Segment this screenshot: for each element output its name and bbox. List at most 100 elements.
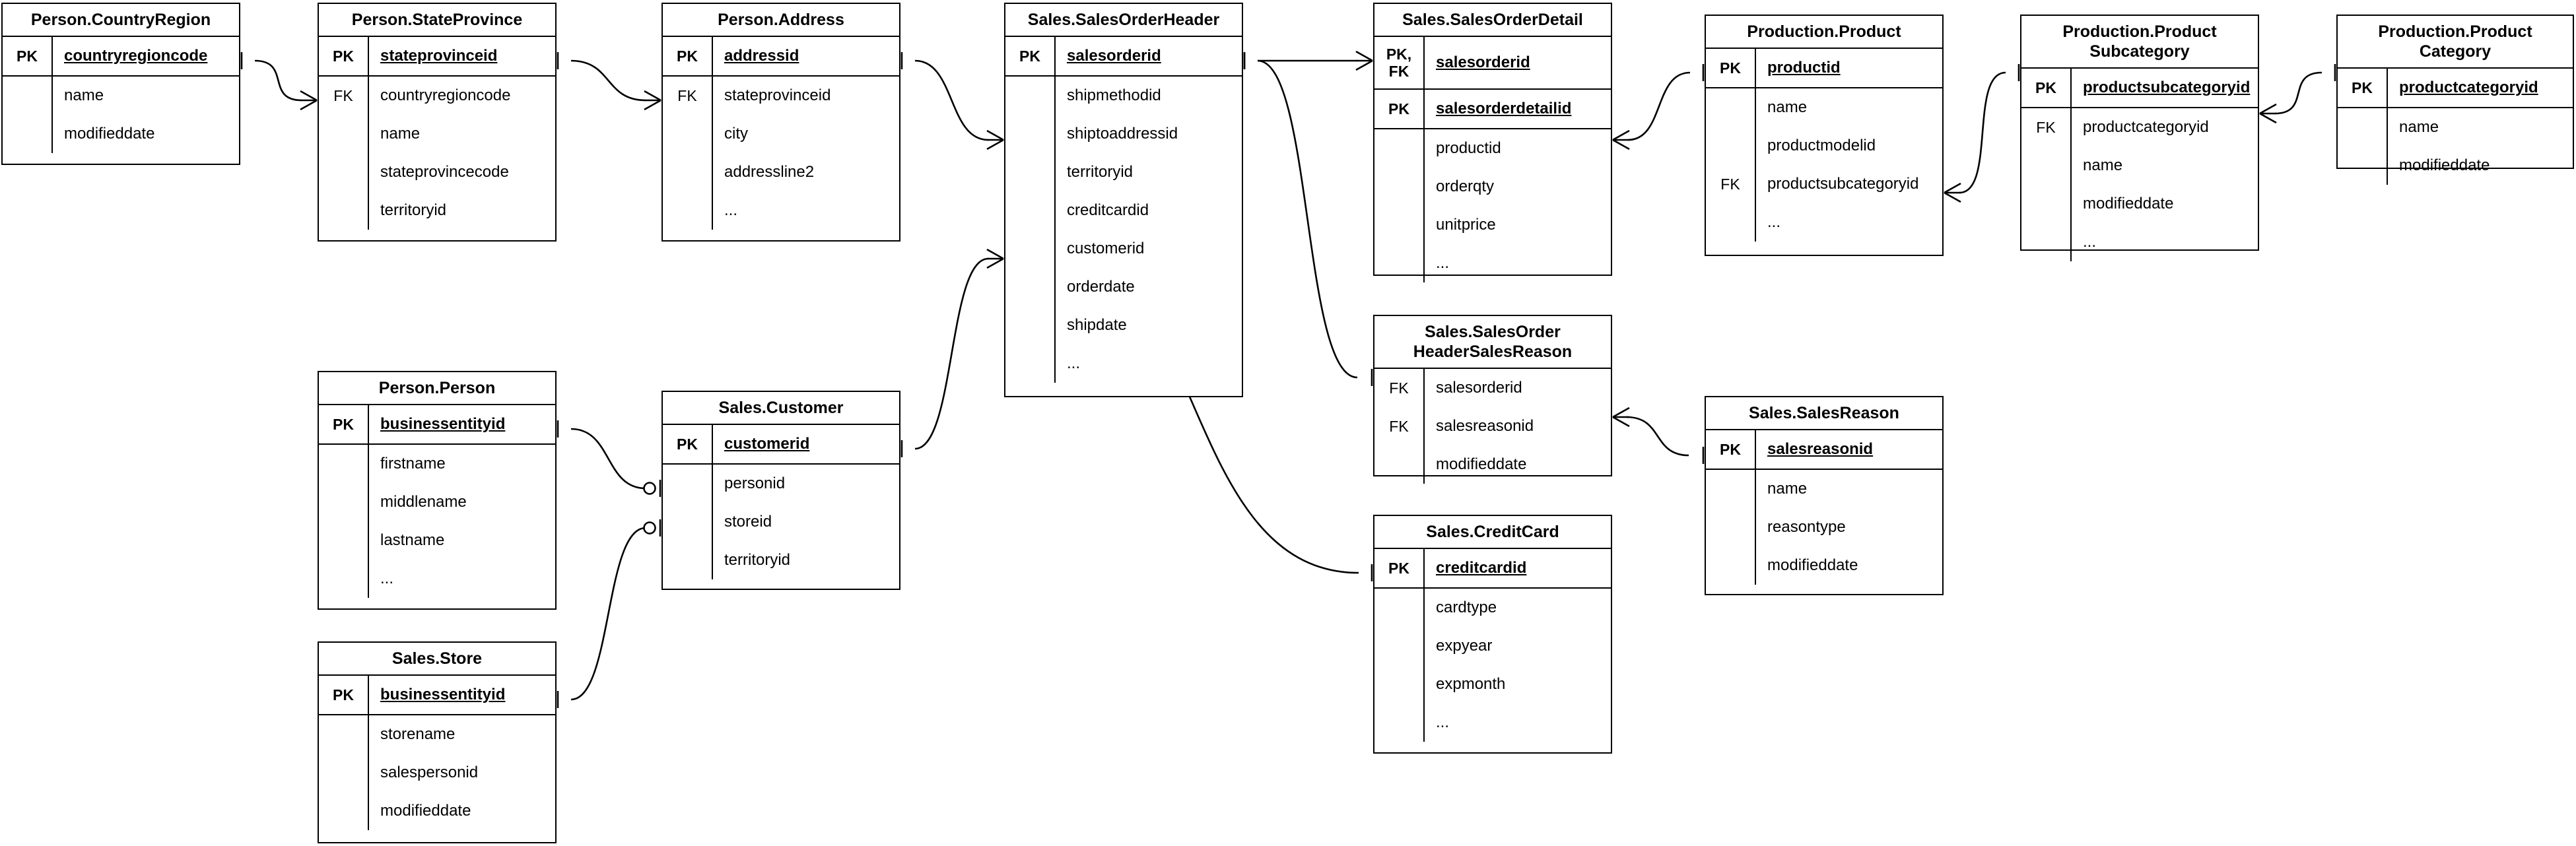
attribute-row: modifieddate xyxy=(319,792,555,830)
attribute-key-badge xyxy=(319,483,369,521)
attribute-name: cardtype xyxy=(1436,599,1497,616)
attribute-key-badge xyxy=(663,465,713,503)
attribute-key-badge: PK xyxy=(1706,430,1756,469)
attribute-key-badge xyxy=(1005,268,1056,306)
attribute-row: territoryid xyxy=(319,191,555,230)
attribute-row: productmodelid xyxy=(1706,127,1942,165)
attribute-key-badge: FK xyxy=(663,77,713,115)
attribute-name: creditcardid xyxy=(1067,201,1149,219)
attribute-key-badge xyxy=(1706,203,1756,242)
attribute-row: modifieddate xyxy=(1706,546,1942,585)
attribute-key-badge: PK xyxy=(1374,90,1425,128)
entity-title: Sales.SalesReason xyxy=(1706,397,1942,430)
attribute-key-badge: PK xyxy=(663,37,713,75)
attribute-name: ... xyxy=(1767,213,1781,231)
attribute-key-badge xyxy=(319,792,369,830)
attribute-name: reasontype xyxy=(1767,518,1846,536)
attribute-key-badge: FK xyxy=(1706,165,1756,203)
attribute-key-badge xyxy=(1005,153,1056,191)
attribute-name: ... xyxy=(724,201,738,219)
attribute-name: modifieddate xyxy=(2083,195,2174,212)
attribute-row: ... xyxy=(1005,344,1242,383)
attribute-name: shipdate xyxy=(1067,316,1127,334)
rel-salesreason-soh-salesreason xyxy=(1612,407,1705,464)
entity-title: Sales.SalesOrderDetail xyxy=(1374,4,1611,37)
attribute-name: productmodelid xyxy=(1767,137,1876,154)
attribute-key-badge: FK xyxy=(2021,108,2072,146)
attribute-name: stateprovincecode xyxy=(380,163,509,181)
attribute-name: stateprovinceid xyxy=(724,86,831,104)
attribute-row: ... xyxy=(1706,203,1942,242)
entity-title: Production.Product Category xyxy=(2338,16,2573,69)
attribute-key-badge xyxy=(1706,470,1756,508)
attribute-row: expmonth xyxy=(1374,665,1611,703)
attribute-name: territoryid xyxy=(380,201,447,219)
attribute-row: ... xyxy=(2021,223,2258,261)
attribute-name: productcategoryid xyxy=(2399,79,2538,96)
attribute-name: orderqty xyxy=(1436,178,1495,195)
attribute-name: stateprovinceid xyxy=(380,47,498,65)
attribute-name: lastname xyxy=(380,531,445,549)
attribute-key-badge: FK xyxy=(319,77,369,115)
attribute-name: ... xyxy=(1436,254,1450,272)
attribute-row: shipdate xyxy=(1005,306,1242,344)
attribute-key-badge xyxy=(1374,168,1425,206)
attribute-row: customerid xyxy=(1005,230,1242,268)
attribute-name: modifieddate xyxy=(2399,156,2490,174)
attribute-row: name xyxy=(3,77,239,115)
attribute-name: businessentityid xyxy=(380,686,506,703)
attribute-row: orderdate xyxy=(1005,268,1242,306)
attribute-name: name xyxy=(380,125,421,143)
attribute-row: name xyxy=(1706,88,1942,127)
rel-countryregion-stateprovince xyxy=(240,52,318,111)
attribute-row: ... xyxy=(319,560,555,598)
attribute-name: productid xyxy=(1767,59,1841,77)
attribute-row: salespersonid xyxy=(319,754,555,792)
attribute-key-badge xyxy=(1374,129,1425,168)
attribute-key-badge xyxy=(1374,665,1425,703)
attribute-key-badge: FK xyxy=(1374,369,1425,407)
attribute-row: personid xyxy=(663,465,899,503)
attribute-key-badge xyxy=(319,560,369,598)
attribute-name: territoryid xyxy=(724,551,791,569)
rel-product-salesorderdetail xyxy=(1612,64,1705,150)
attribute-key-badge: PK xyxy=(2021,69,2072,107)
